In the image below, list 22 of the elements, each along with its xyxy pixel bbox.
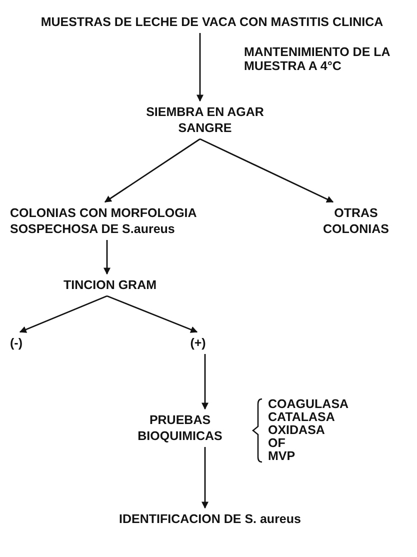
node-text: OTRAS COLONIAS — [300, 205, 412, 237]
arrow — [19, 295, 108, 333]
arrow — [106, 295, 198, 333]
arrow — [202, 354, 208, 410]
test-name: MVP — [268, 450, 296, 463]
node-text: (+) — [184, 335, 212, 351]
node-text: PRUEBAS BIOQUIMICAS — [110, 412, 250, 444]
node-text: MUESTRAS DE LECHE DE VACA CON MASTITIS CLINICA — [10, 14, 414, 30]
node-text: SIEMBRA EN AGAR SANGRE — [120, 104, 290, 136]
arrow — [202, 447, 208, 509]
arrow — [200, 138, 334, 203]
node-text: (-) — [10, 335, 34, 351]
test-name: OF — [268, 437, 286, 450]
arrow — [104, 240, 110, 275]
test-name: OXIDASA — [268, 424, 325, 437]
arrow — [196, 33, 204, 102]
test-name: COAGULASA — [268, 398, 349, 411]
node-text: COLONIAS CON MORFOLOGIA SOSPECHOSA DE S.aureus — [10, 205, 210, 237]
node-text: TINCION GRAM — [60, 277, 160, 293]
node-text: IDENTIFICACION DE S. aureus — [110, 511, 310, 527]
arrow — [104, 138, 200, 203]
test-name: CATALASA — [268, 411, 335, 424]
